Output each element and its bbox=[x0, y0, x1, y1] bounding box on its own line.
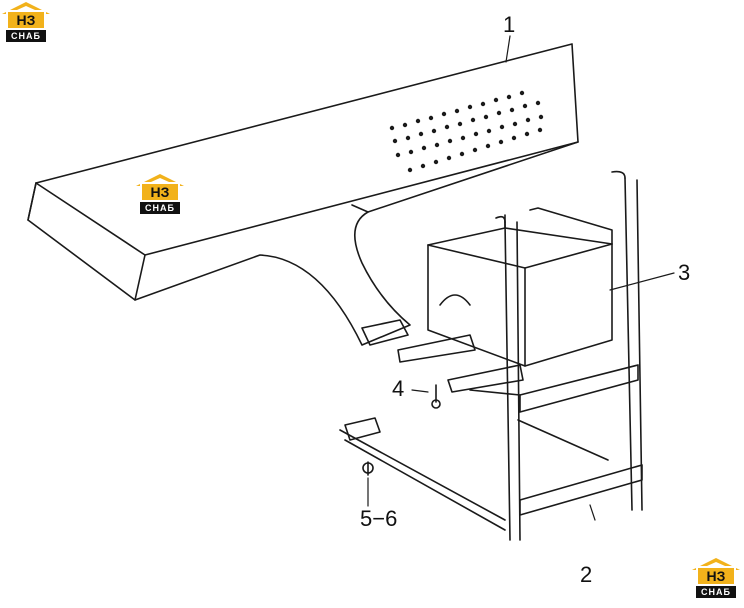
callout-2: 2 bbox=[580, 562, 593, 587]
tool-box bbox=[427, 207, 613, 367]
logo-top-text: НЗ bbox=[140, 182, 180, 202]
callout-leaders bbox=[367, 35, 675, 521]
logo-watermark-bottom-right: НЗ СНАБ bbox=[690, 556, 742, 604]
logo-watermark-top-left: НЗ СНАБ bbox=[0, 0, 52, 48]
ladder-frame bbox=[339, 170, 643, 541]
callout-1: 1 bbox=[503, 12, 516, 37]
logo-bottom-text: СНАБ bbox=[6, 30, 46, 42]
logo-watermark-center: НЗ СНАБ bbox=[134, 172, 186, 220]
callout-3: 3 bbox=[678, 260, 691, 285]
callout-4: 4 bbox=[392, 376, 405, 401]
callout-5-6: 5−6 bbox=[360, 506, 398, 531]
logo-top-text: НЗ bbox=[696, 566, 736, 586]
bolts bbox=[362, 384, 441, 476]
logo-bottom-text: СНАБ bbox=[696, 586, 736, 598]
mounting-brackets bbox=[344, 319, 524, 441]
fender-cover bbox=[27, 43, 579, 346]
ventilation-holes bbox=[389, 90, 544, 173]
logo-bottom-text: СНАБ bbox=[140, 202, 180, 214]
logo-top-text: НЗ bbox=[6, 10, 46, 30]
